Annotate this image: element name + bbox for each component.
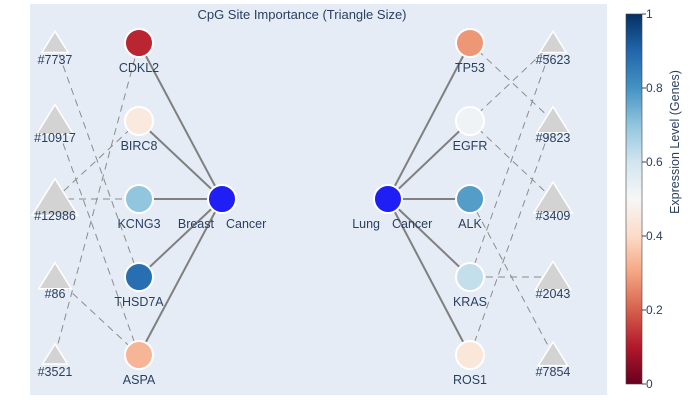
gene-label: TP53 — [455, 61, 485, 75]
cpg-label: #10917 — [34, 131, 76, 145]
gene-cancer-link — [138, 42, 223, 200]
gene-label: ALK — [458, 217, 482, 231]
cpg-triangle — [533, 259, 573, 291]
gene-node — [124, 340, 154, 370]
cpg-label: #2043 — [536, 287, 571, 301]
gene-cancer-link — [387, 198, 471, 278]
cpg-triangle — [535, 105, 571, 134]
gene-cancer-link — [138, 198, 223, 278]
cpg-gene-link — [469, 120, 554, 356]
gene-node — [124, 262, 154, 292]
colorbar-tick-label: 0.6 — [646, 155, 663, 169]
gene-node — [124, 28, 154, 58]
cpg-triangle — [536, 340, 570, 367]
gene-label: CDKL2 — [119, 61, 159, 75]
cpg-triangle — [30, 177, 80, 217]
gene-label: KRAS — [453, 295, 487, 309]
cancer-label-right: Cancer — [226, 217, 266, 231]
gene-node — [455, 28, 485, 58]
gene-label: KCNG3 — [117, 217, 160, 231]
gene-node — [455, 106, 485, 136]
cpg-label: #3409 — [536, 209, 571, 223]
cpg-gene-link — [469, 42, 554, 122]
gene-node — [124, 106, 154, 136]
gene-label: ROS1 — [453, 373, 487, 387]
cpg-label: #9823 — [536, 131, 571, 145]
gene-cancer-link — [387, 198, 471, 356]
cpg-triangle — [538, 29, 568, 54]
cancer-label-left: Lung — [352, 217, 380, 231]
cpg-gene-link — [469, 42, 554, 278]
gene-cancer-link — [387, 120, 471, 200]
gene-label: BIRC8 — [121, 139, 158, 153]
cpg-label: #5623 — [536, 53, 571, 67]
cpg-triangle — [40, 29, 70, 54]
gene-node — [455, 340, 485, 370]
gene-cancer-link — [138, 120, 223, 200]
cpg-label: #7737 — [38, 53, 73, 67]
gene-node — [455, 262, 485, 292]
colorbar: 0 0.2 0.4 0.6 0.8 1 Expression Level (Genes) — [625, 7, 682, 391]
cpg-gene-link — [469, 120, 554, 200]
chart-title: CpG Site Importance (Triangle Size) — [197, 7, 406, 22]
cpg-triangle — [532, 180, 574, 214]
cpg-label: #12986 — [34, 209, 76, 223]
cpg-triangle — [37, 261, 73, 290]
cpg-gene-link — [54, 42, 140, 356]
cancer-node — [373, 184, 403, 214]
cpg-triangle — [41, 342, 69, 365]
cancer-label-left: Breast — [178, 217, 215, 231]
colorbar-tick-label: 0 — [646, 377, 653, 391]
nodes-layer: #7737 #10917 #12986 #86 #3521 #5623 #9823 #3409… — [30, 28, 574, 387]
colorbar-title: Expression Level (Genes) — [668, 70, 682, 214]
gene-label: THSD7A — [114, 295, 164, 309]
gene-node — [124, 184, 154, 214]
cpg-label: #3521 — [38, 365, 73, 379]
cpg-label: #7854 — [536, 365, 571, 379]
gene-cancer-link — [138, 198, 223, 356]
gene-label: ASPA — [123, 373, 156, 387]
gene-node — [455, 184, 485, 214]
colorbar-ticks: 0 0.2 0.4 0.6 0.8 1 — [642, 7, 663, 391]
colorbar-tick-label: 0.8 — [646, 81, 663, 95]
gene-label: EGFR — [453, 139, 488, 153]
cpg-gene-link — [469, 42, 554, 122]
colorbar-gradient — [625, 13, 643, 385]
cpg-gene-link — [54, 120, 140, 356]
cpg-gene-link — [469, 198, 554, 356]
cancer-label-right: Cancer — [392, 217, 432, 231]
cancer-node — [207, 184, 237, 214]
cpg-triangle — [35, 103, 75, 136]
cpg-label: #86 — [45, 287, 66, 301]
colorbar-tick-label: 0.2 — [646, 303, 663, 317]
colorbar-tick-label: 1 — [646, 7, 653, 21]
cpg-gene-link — [54, 42, 140, 278]
gene-cancer-link — [387, 42, 471, 200]
colorbar-tick-label: 0.4 — [646, 229, 663, 243]
